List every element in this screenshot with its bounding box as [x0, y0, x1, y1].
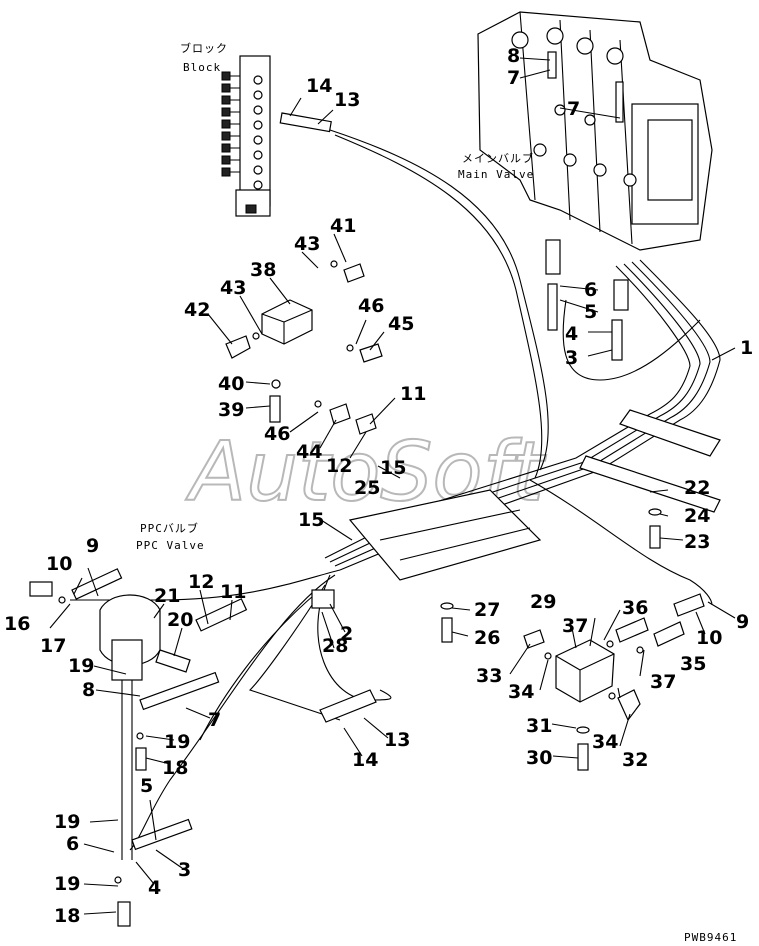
- block-assembly: [221, 55, 271, 217]
- callout-12: 12: [188, 571, 214, 593]
- callout-12: 12: [326, 455, 352, 477]
- callout-26: 26: [474, 627, 500, 649]
- seals: [58, 260, 644, 884]
- callout-44: 44: [296, 441, 322, 463]
- callout-16: 16: [4, 613, 30, 635]
- callout-5: 5: [140, 775, 153, 797]
- callout-17: 17: [40, 635, 66, 657]
- callout-43: 43: [294, 233, 320, 255]
- callout-14: 14: [306, 75, 332, 97]
- callout-40: 40: [218, 373, 244, 395]
- main-valve-jp-label: メインバルブ: [462, 151, 534, 165]
- main-valve-en-label: Main Valve: [458, 168, 534, 181]
- callout-9: 9: [736, 611, 749, 633]
- ppc-valve: [29, 568, 377, 927]
- callout-10: 10: [46, 553, 72, 575]
- callout-4: 4: [148, 877, 161, 899]
- callout-15: 15: [380, 457, 406, 479]
- main-valve: [477, 11, 713, 361]
- callout-11: 11: [400, 383, 426, 405]
- callout-35: 35: [680, 653, 706, 675]
- callout-38: 38: [250, 259, 276, 281]
- callout-43: 43: [220, 277, 246, 299]
- callout-32: 32: [622, 749, 648, 771]
- callout-39: 39: [218, 399, 244, 421]
- callout-27: 27: [474, 599, 500, 621]
- callout-29: 29: [530, 591, 556, 613]
- block-en-label: Block: [183, 61, 221, 74]
- callout-34: 34: [508, 681, 534, 703]
- callout-9: 9: [86, 535, 99, 557]
- callout-10: 10: [696, 627, 722, 649]
- callout-45: 45: [388, 313, 414, 335]
- callout-1: 1: [740, 337, 753, 359]
- drawing-code: PWB9461: [684, 931, 737, 944]
- callout-19: 19: [54, 873, 80, 895]
- callout-4: 4: [565, 323, 578, 345]
- callout-19: 19: [68, 655, 94, 677]
- callout-13: 13: [384, 729, 410, 751]
- callout-30: 30: [526, 747, 552, 769]
- callout-23: 23: [684, 531, 710, 553]
- callout-13: 13: [334, 89, 360, 111]
- ppc-valve-jp-label: PPCバルブ: [140, 521, 199, 535]
- callout-37: 37: [562, 615, 588, 637]
- hose-routing: [70, 112, 721, 851]
- callout-14: 14: [352, 749, 378, 771]
- leader-lines: [49, 57, 736, 915]
- callout-34: 34: [592, 731, 618, 753]
- callout-18: 18: [162, 757, 188, 779]
- callout-3: 3: [178, 859, 191, 881]
- block-jp-label: ブロック: [180, 41, 228, 55]
- callout-33: 33: [476, 665, 502, 687]
- callout-7: 7: [507, 67, 520, 89]
- callout-numbers: 1 2 3 3 4 4 5 5 6 6 7 7 7 8 8 9 9 10 10 …: [4, 45, 753, 927]
- ppc-valve-en-label: PPC Valve: [136, 539, 205, 552]
- callout-22: 22: [684, 477, 710, 499]
- callout-24: 24: [684, 505, 710, 527]
- callout-21: 21: [154, 585, 180, 607]
- callout-19: 19: [164, 731, 190, 753]
- callout-20: 20: [167, 609, 193, 631]
- callout-36: 36: [622, 597, 648, 619]
- callout-7: 7: [208, 709, 221, 731]
- callout-15: 15: [298, 509, 324, 531]
- callout-46: 46: [264, 423, 290, 445]
- callout-8: 8: [507, 45, 520, 67]
- callout-2: 2: [340, 623, 353, 645]
- center-valve-block: [225, 263, 383, 435]
- callout-42: 42: [184, 299, 210, 321]
- callout-7: 7: [567, 98, 580, 120]
- callout-28: 28: [322, 635, 348, 657]
- callout-6: 6: [66, 833, 79, 855]
- callout-18: 18: [54, 905, 80, 927]
- callout-46: 46: [358, 295, 384, 317]
- callout-25: 25: [354, 477, 380, 499]
- callout-5: 5: [584, 301, 597, 323]
- callout-8: 8: [82, 679, 95, 701]
- callout-11: 11: [220, 581, 246, 603]
- callout-37: 37: [650, 671, 676, 693]
- callout-6: 6: [584, 279, 597, 301]
- callout-3: 3: [565, 347, 578, 369]
- callout-41: 41: [330, 215, 356, 237]
- callout-31: 31: [526, 715, 552, 737]
- right-valve-block: [440, 508, 705, 771]
- callout-19: 19: [54, 811, 80, 833]
